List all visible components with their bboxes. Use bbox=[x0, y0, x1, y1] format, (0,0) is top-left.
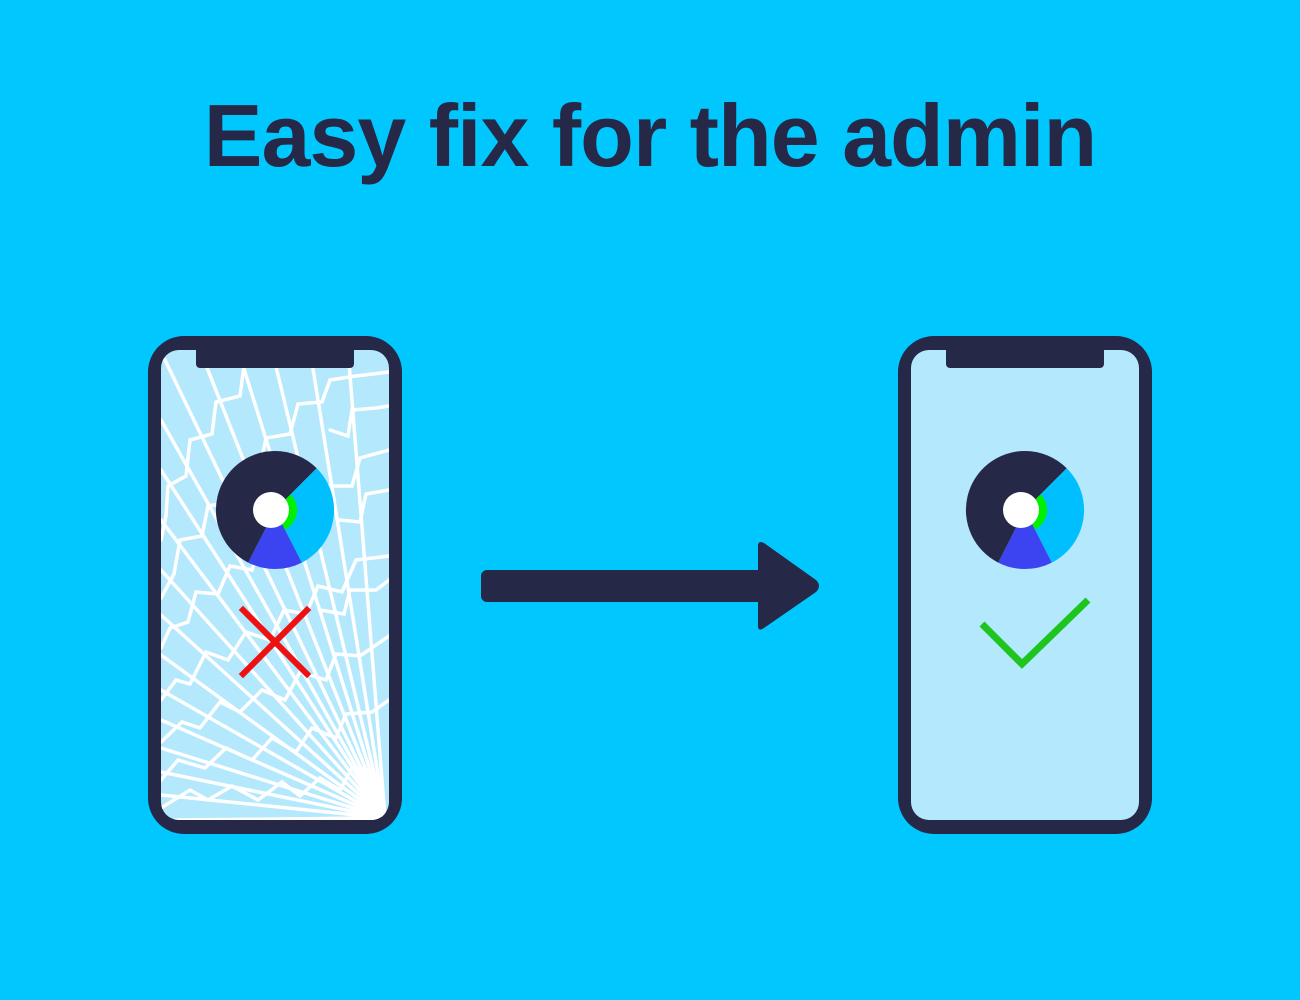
right-arrow-icon bbox=[481, 542, 819, 630]
phone-notch bbox=[196, 346, 354, 368]
fixed-phone bbox=[898, 336, 1152, 834]
red-x-icon bbox=[238, 605, 312, 679]
green-checkmark-icon bbox=[979, 597, 1091, 669]
donut-logo-icon bbox=[965, 450, 1085, 570]
donut-logo-icon bbox=[215, 450, 335, 570]
phone-screen bbox=[911, 350, 1139, 820]
phone-notch bbox=[946, 346, 1104, 368]
broken-phone bbox=[148, 336, 402, 834]
page-title: Easy fix for the admin bbox=[203, 86, 1097, 185]
